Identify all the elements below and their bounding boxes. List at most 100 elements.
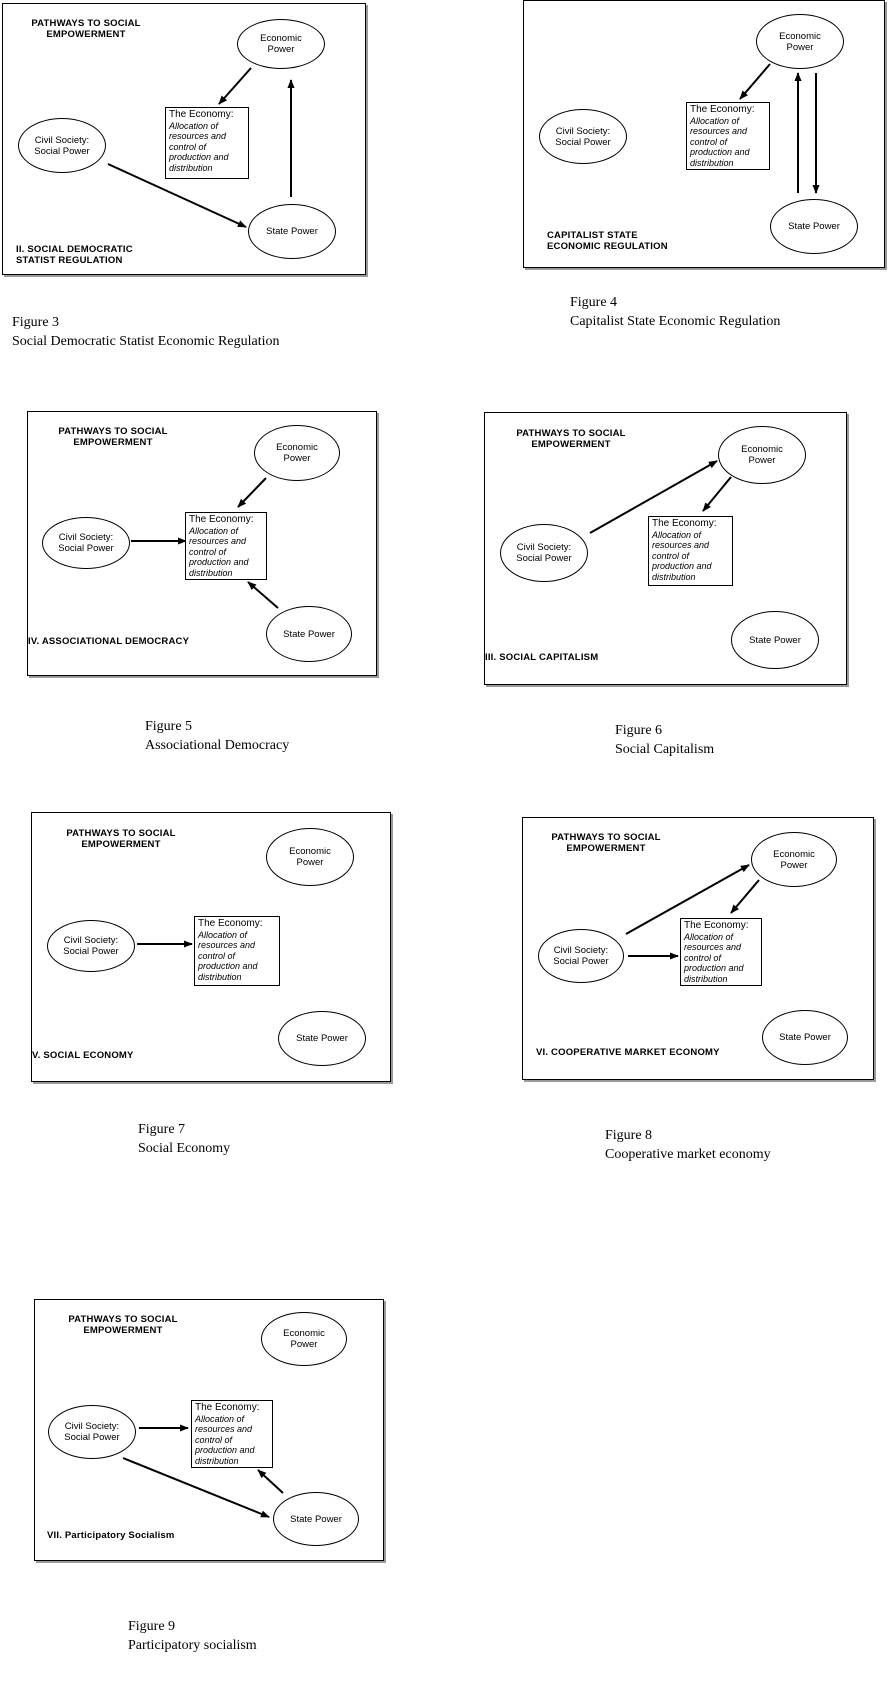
figure-caption-5: Figure 5 Associational Democracy <box>145 717 289 755</box>
arrow-state-to-economy <box>257 1469 284 1494</box>
panel-label: VII. Participatory Socialism <box>47 1530 175 1541</box>
caption-number: Figure 6 <box>615 723 663 738</box>
civil-society-node: Civil Society: Social Power <box>539 109 627 164</box>
economy-box-description: Allocation of resources and control of p… <box>195 1413 255 1466</box>
economy-box-title: The Economy: <box>198 918 263 929</box>
arrows-figure-8 <box>625 864 760 960</box>
arrow-economic-to-economy <box>218 67 252 105</box>
economy-box-description: Allocation of resources and control of p… <box>684 931 744 984</box>
economy-box: The Economy: Allocation of resources and… <box>648 516 733 586</box>
caption-title: Capitalist State Economic Regulation <box>570 314 781 329</box>
caption-number: Figure 4 <box>570 295 618 310</box>
civil-society-node: Civil Society: Social Power <box>47 920 135 972</box>
arrows-figure-5 <box>131 477 279 609</box>
economy-box-title: The Economy: <box>169 109 234 120</box>
caption-title: Cooperative market economy <box>605 1147 771 1162</box>
panel-label: II. SOCIAL DEMOCRATIC STATIST REGULATION <box>16 244 133 266</box>
arrows-figure-6 <box>589 460 732 534</box>
civil-society-node: Civil Society: Social Power <box>42 517 130 569</box>
economic-power-node: Economic Power <box>266 828 354 886</box>
figure-caption-3: Figure 3 Social Democratic Statist Econo… <box>12 313 280 351</box>
economy-box: The Economy: Allocation of resources and… <box>194 916 280 986</box>
figure-caption-9: Figure 9 Participatory socialism <box>128 1617 257 1655</box>
economy-box-title: The Economy: <box>195 1402 260 1413</box>
economy-box-title: The Economy: <box>189 514 254 525</box>
arrow-civil-to-economic <box>625 864 750 935</box>
panel-label: III. SOCIAL CAPITALISM <box>485 652 599 663</box>
arrow-economic-to-economy <box>739 63 771 100</box>
arrow-civil-to-economic <box>589 460 718 534</box>
caption-number: Figure 9 <box>128 1619 176 1634</box>
arrows-figure-9 <box>122 1424 284 1518</box>
caption-number: Figure 7 <box>138 1122 186 1137</box>
arrows-figure-7 <box>137 940 193 948</box>
state-power-node: State Power <box>273 1492 359 1546</box>
panel-label: CAPITALIST STATE ECONOMIC REGULATION <box>547 230 668 252</box>
economy-box-description: Allocation of resources and control of p… <box>169 120 229 173</box>
arrows-figure-4 <box>739 63 820 194</box>
arrow-economic-to-economy <box>237 477 267 508</box>
diagram-panel-figure-6: PATHWAYS TO SOCIAL EMPOWERMENT Economic … <box>484 412 847 685</box>
arrow-civil-to-state <box>122 1457 270 1518</box>
figure-caption-7: Figure 7 Social Economy <box>138 1120 230 1158</box>
economy-box-title: The Economy: <box>690 104 755 115</box>
economic-power-node: Economic Power <box>254 425 340 481</box>
economy-box: The Economy: Allocation of resources and… <box>686 102 770 170</box>
diagram-panel-figure-5: PATHWAYS TO SOCIAL EMPOWERMENT Economic … <box>27 411 377 676</box>
state-power-node: State Power <box>266 606 352 662</box>
economic-power-node: Economic Power <box>237 19 325 69</box>
caption-title: Social Capitalism <box>615 742 715 757</box>
panel-label: IV. ASSOCIATIONAL DEMOCRACY <box>28 636 190 647</box>
caption-title: Associational Democracy <box>145 738 290 753</box>
state-power-node: State Power <box>731 611 819 669</box>
panel-title: PATHWAYS TO SOCIAL EMPOWERMENT <box>551 832 661 854</box>
arrows-figure-3 <box>107 67 295 228</box>
panel-title: PATHWAYS TO SOCIAL EMPOWERMENT <box>516 428 626 450</box>
civil-society-node: Civil Society: Social Power <box>48 1405 136 1459</box>
caption-title: Participatory socialism <box>128 1638 257 1653</box>
panel-title: PATHWAYS TO SOCIAL EMPOWERMENT <box>68 1314 178 1336</box>
economy-box-title: The Economy: <box>684 920 749 931</box>
civil-society-node: Civil Society: Social Power <box>500 524 588 582</box>
economy-box: The Economy: Allocation of resources and… <box>185 512 267 580</box>
economic-power-node: Economic Power <box>718 426 806 484</box>
civil-society-node: Civil Society: Social Power <box>18 118 106 173</box>
state-power-node: State Power <box>770 199 858 254</box>
panel-title: PATHWAYS TO SOCIAL EMPOWERMENT <box>66 828 176 850</box>
economic-power-node: Economic Power <box>751 832 837 887</box>
caption-title: Social Economy <box>138 1141 231 1156</box>
economy-box-title: The Economy: <box>652 518 717 529</box>
figure-caption-4: Figure 4 Capitalist State Economic Regul… <box>570 293 780 331</box>
economy-box-description: Allocation of resources and control of p… <box>652 529 712 582</box>
state-power-node: State Power <box>248 204 336 259</box>
economy-box-description: Allocation of resources and control of p… <box>189 525 249 578</box>
caption-number: Figure 5 <box>145 719 193 734</box>
arrow-economic-to-economy <box>730 879 760 914</box>
caption-number: Figure 8 <box>605 1128 653 1143</box>
economy-box-description: Allocation of resources and control of p… <box>690 115 750 168</box>
diagram-panel-figure-3: PATHWAYS TO SOCIAL EMPOWERMENT Economic … <box>2 3 366 275</box>
figure-caption-6: Figure 6 Social Capitalism <box>615 721 714 759</box>
diagram-panel-figure-9: PATHWAYS TO SOCIAL EMPOWERMENT Economic … <box>34 1299 384 1561</box>
arrow-economic-to-economy <box>702 476 732 512</box>
economy-box: The Economy: Allocation of resources and… <box>165 107 249 179</box>
panel-title: PATHWAYS TO SOCIAL EMPOWERMENT <box>58 426 168 448</box>
state-power-node: State Power <box>278 1011 366 1066</box>
figure-caption-8: Figure 8 Cooperative market economy <box>605 1126 771 1164</box>
caption-number: Figure 3 <box>12 315 60 330</box>
panel-label: V. SOCIAL ECONOMY <box>32 1050 134 1061</box>
economy-box: The Economy: Allocation of resources and… <box>191 1400 273 1468</box>
state-power-node: State Power <box>762 1010 848 1065</box>
caption-title: Social Democratic Statist Economic Regul… <box>12 334 280 349</box>
panel-label: VI. COOPERATIVE MARKET ECONOMY <box>536 1047 720 1058</box>
arrow-civil-to-state <box>107 163 247 228</box>
diagram-panel-figure-4: Economic Power The Economy: Allocation o… <box>523 0 885 268</box>
economy-box-description: Allocation of resources and control of p… <box>198 929 258 982</box>
economic-power-node: Economic Power <box>756 14 844 69</box>
diagram-panel-figure-7: PATHWAYS TO SOCIAL EMPOWERMENT Economic … <box>31 812 391 1082</box>
panel-title: PATHWAYS TO SOCIAL EMPOWERMENT <box>31 18 141 40</box>
arrow-state-to-economy <box>247 581 279 609</box>
economy-box: The Economy: Allocation of resources and… <box>680 918 762 986</box>
diagram-panel-figure-8: PATHWAYS TO SOCIAL EMPOWERMENT Economic … <box>522 817 874 1080</box>
civil-society-node: Civil Society: Social Power <box>538 929 624 983</box>
